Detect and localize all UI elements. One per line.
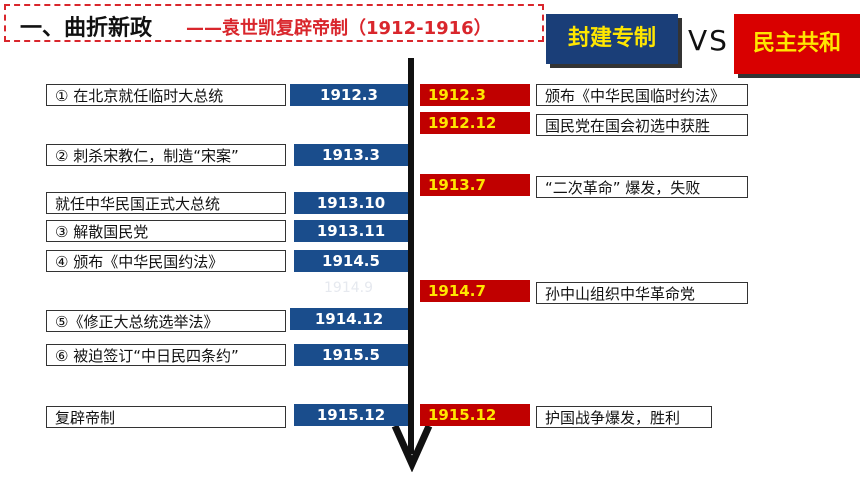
faded-date-text: 1914.9 <box>324 280 373 296</box>
page-subtitle: ——袁世凯复辟帝制（1912-1916） <box>186 18 492 39</box>
vs-label: VS <box>688 24 729 57</box>
right-date-1: 1912.3 <box>420 84 530 106</box>
page-title: 一、曲折新政 <box>20 16 153 41</box>
badge-feudal: 封建专制 <box>546 14 678 64</box>
left-event-4: ③ 解散国民党 <box>46 220 286 242</box>
left-date-7: 1915.5 <box>294 344 408 366</box>
right-event-5: 护国战争爆发，胜利 <box>536 406 712 428</box>
badge-republic: 民主共和 <box>734 14 860 74</box>
left-event-2: ② 刺杀宋教仁，制造“宋案” <box>46 144 286 166</box>
title-frame <box>4 4 544 42</box>
right-date-4: 1914.7 <box>420 280 530 302</box>
left-date-6: 1914.12 <box>290 308 408 330</box>
left-event-7: ⑥ 被迫签订“中日民四条约” <box>46 344 286 366</box>
left-date-2: 1913.3 <box>294 144 408 166</box>
left-date-1: 1912.3 <box>290 84 408 106</box>
left-date-5: 1914.5 <box>294 250 408 272</box>
right-date-3: 1913.7 <box>420 174 530 196</box>
left-date-8: 1915.12 <box>294 404 408 426</box>
left-event-3: 就任中华民国正式大总统 <box>46 192 286 214</box>
right-event-3: “二次革命” 爆发，失败 <box>536 176 748 198</box>
left-event-8: 复辟帝制 <box>46 406 286 428</box>
right-event-2: 国民党在国会初选中获胜 <box>536 114 748 136</box>
right-event-4: 孙中山组织中华革命党 <box>536 282 748 304</box>
timeline-axis <box>408 58 414 454</box>
left-event-5: ④ 颁布《中华民国约法》 <box>46 250 286 272</box>
left-event-6: ⑤《修正大总统选举法》 <box>46 310 286 332</box>
left-date-4: 1913.11 <box>294 220 408 242</box>
left-date-3: 1913.10 <box>294 192 408 214</box>
right-date-5: 1915.12 <box>420 404 530 426</box>
timeline-arrowhead-icon <box>391 424 433 472</box>
right-event-1: 颁布《中华民国临时约法》 <box>536 84 748 106</box>
right-date-2: 1912.12 <box>420 112 530 134</box>
left-event-1: ① 在北京就任临时大总统 <box>46 84 286 106</box>
